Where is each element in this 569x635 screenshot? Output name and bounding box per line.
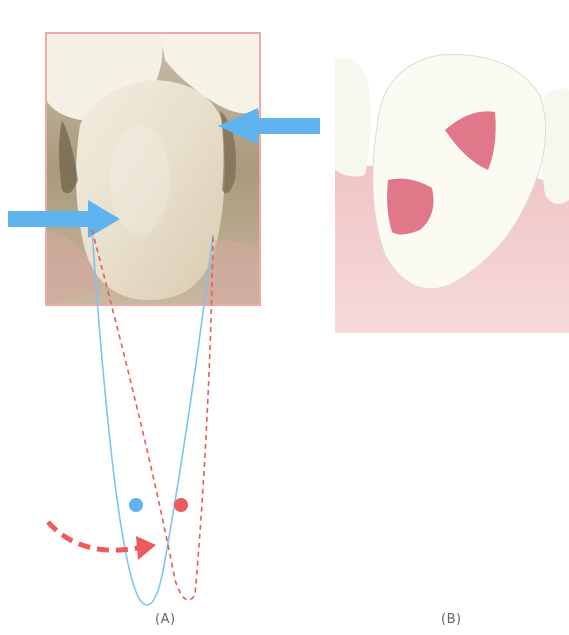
tooth-photo xyxy=(46,33,260,305)
rotation-arrow xyxy=(48,522,156,560)
panel-b-label: (B) xyxy=(441,612,462,627)
center-point-blue xyxy=(129,498,143,512)
panel-b xyxy=(335,5,569,333)
tooth-illustration xyxy=(335,5,569,333)
center-point-red xyxy=(174,498,188,512)
panel-a xyxy=(8,33,320,605)
panel-a-label: (A) xyxy=(155,612,176,627)
